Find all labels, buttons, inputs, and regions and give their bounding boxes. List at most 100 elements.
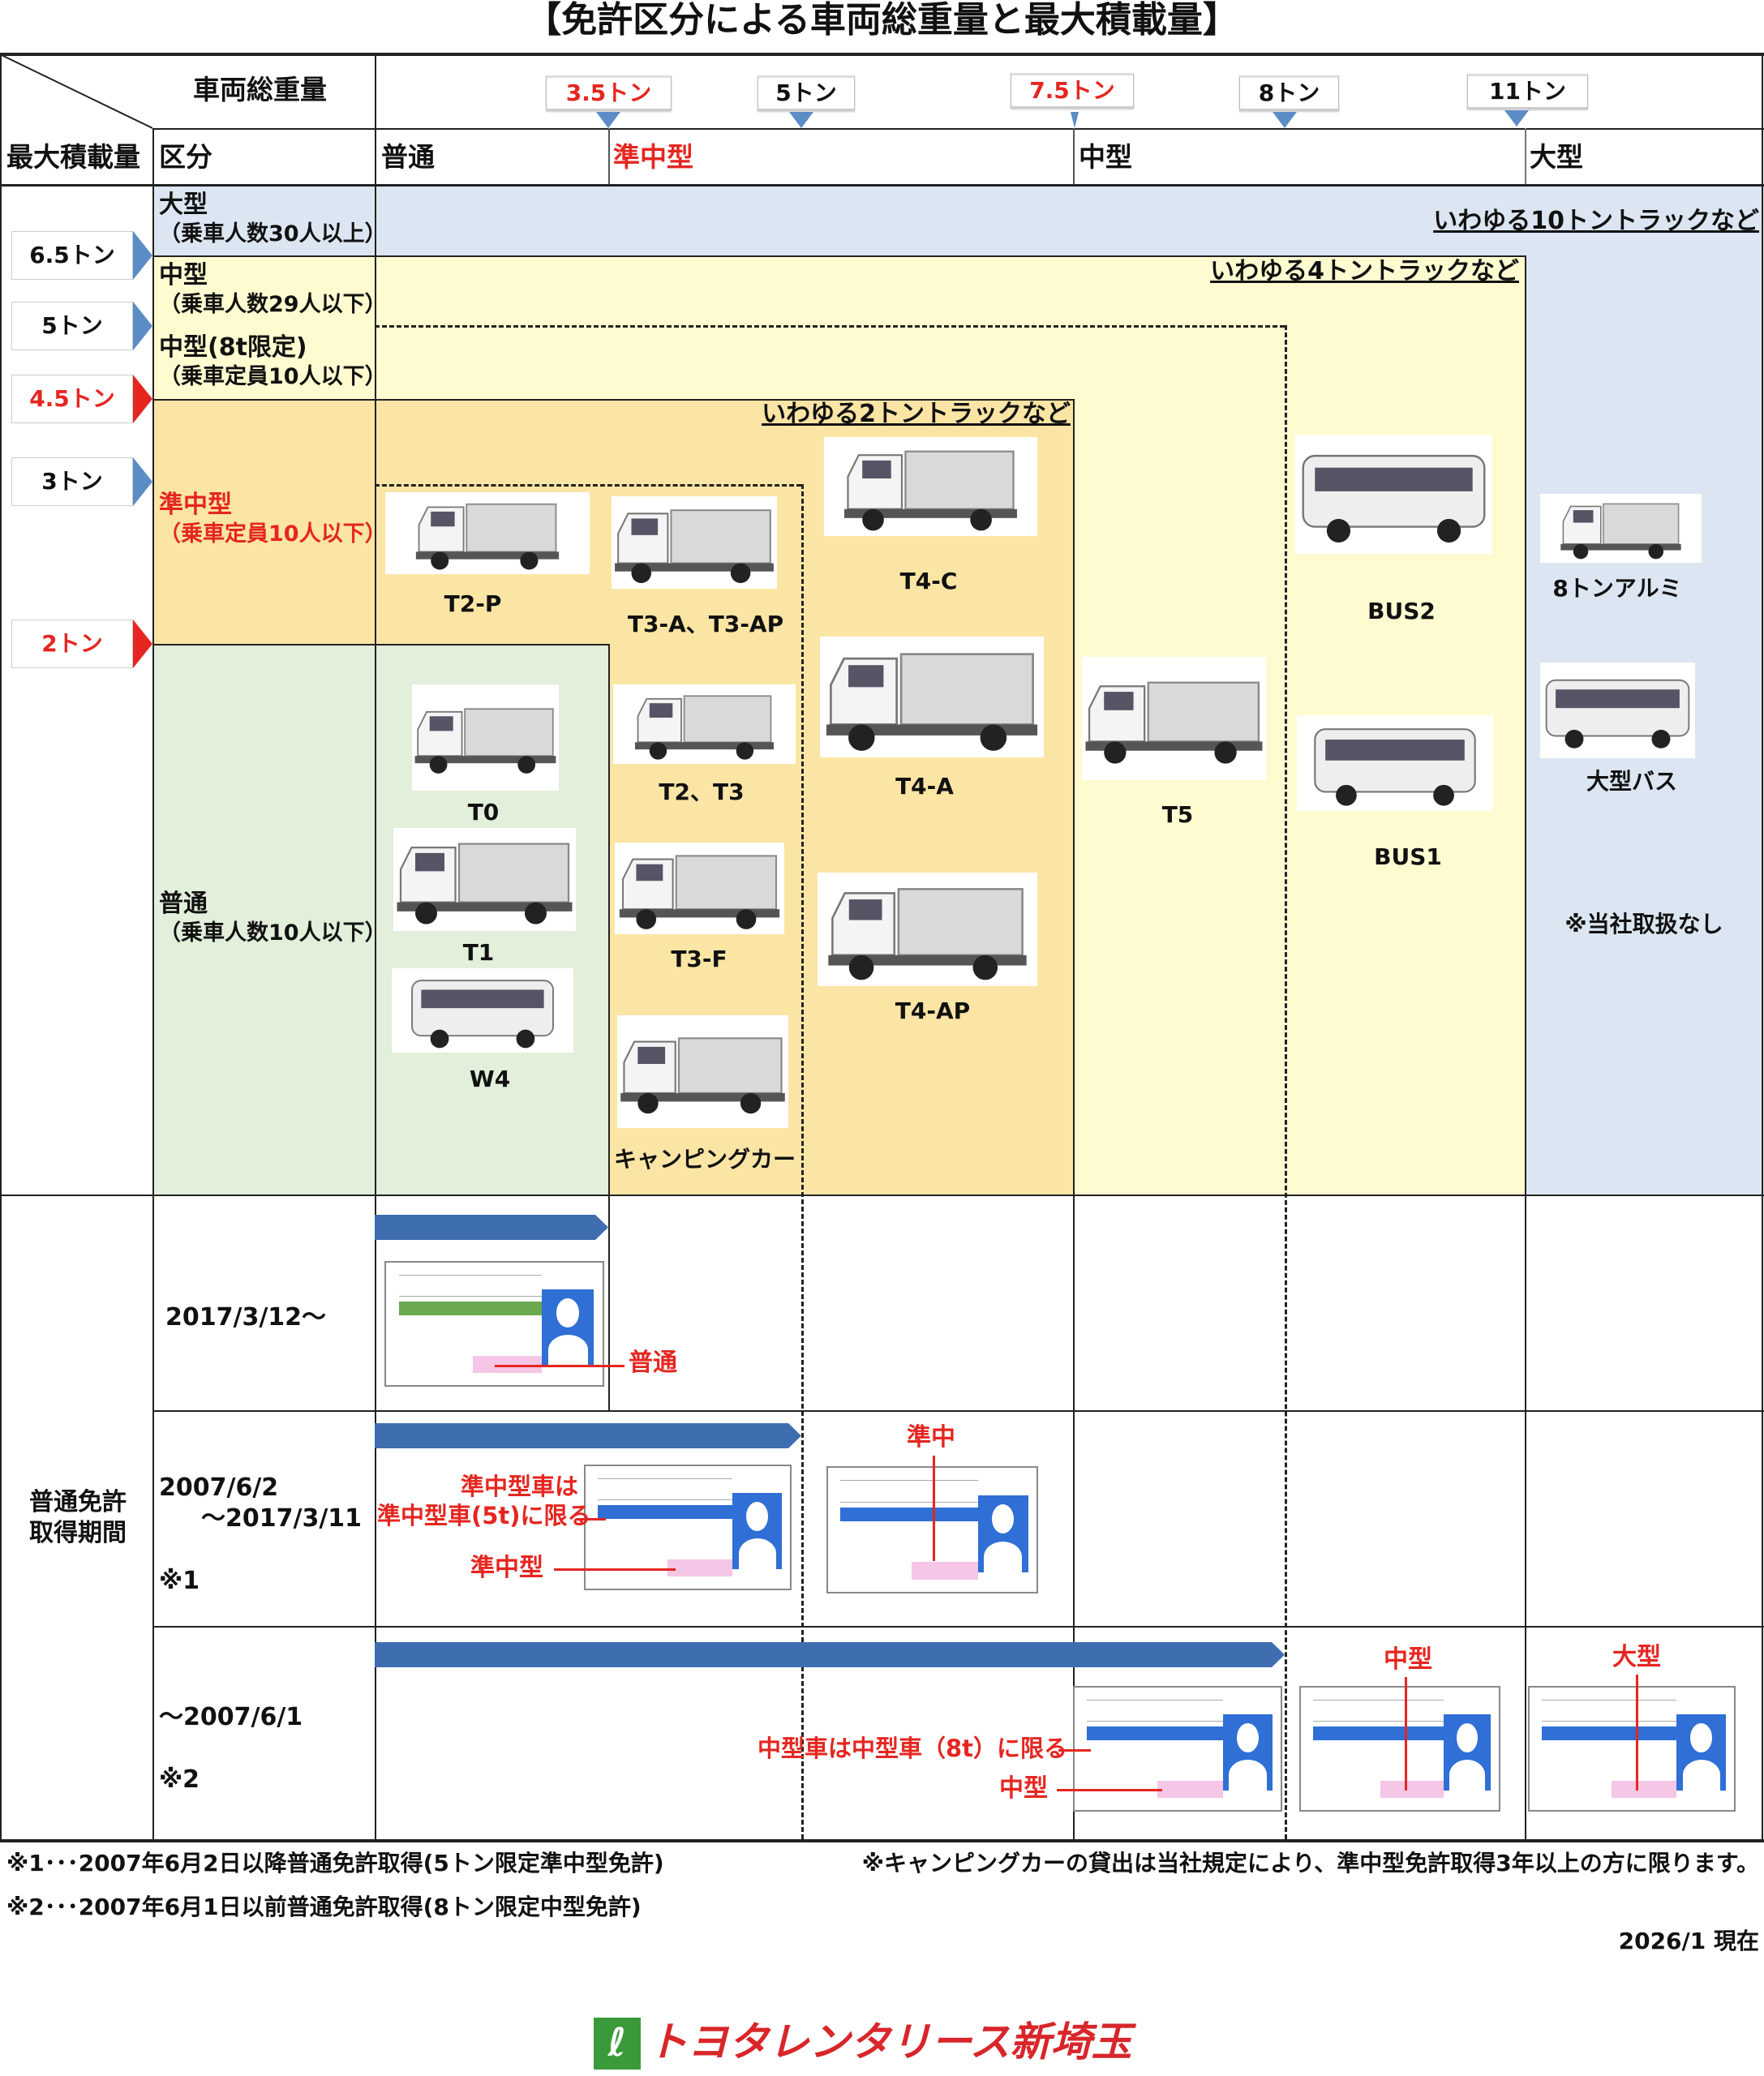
vehicle-image-camping-car	[617, 1015, 788, 1128]
cat-chugata8-cond: （乗車定員10人以下）	[159, 364, 387, 389]
grid-line	[152, 399, 1073, 401]
grid-line	[152, 128, 154, 1841]
grid-line	[1073, 399, 1075, 1841]
vehicle-image-bus1	[1297, 715, 1493, 811]
page-title: 【免許区分による車両総重量と最大積載量】	[526, 0, 1238, 41]
marker-pointer-icon	[133, 457, 152, 506]
grid-line	[1073, 128, 1075, 184]
payload-marker-4-5t: 4.5トン	[11, 375, 133, 423]
marker-pointer-icon	[1273, 112, 1297, 128]
arrow-icon	[1405, 1677, 1407, 1791]
grid-line	[152, 1410, 1764, 1412]
cat-junchu-cond: （乗車定員10人以下）	[159, 521, 387, 547]
license-card-image	[826, 1466, 1038, 1593]
grid-line	[0, 184, 1764, 187]
vehicle-caption: BUS2	[1367, 598, 1436, 624]
grid-line	[375, 53, 376, 1841]
vehicle-caption: キャンピングカー	[613, 1146, 796, 1173]
marker-pointer-icon	[133, 620, 152, 668]
marker-pointer-icon	[1504, 110, 1529, 127]
gvw-label: 車両総重量	[193, 74, 327, 105]
marker-pointer-icon	[1071, 112, 1079, 128]
cat-oogata-note: いわゆる10トントラックなど	[1433, 207, 1759, 235]
cat-chugata-name: 中型	[159, 261, 208, 290]
diagonal-line	[0, 54, 152, 129]
vehicle-image-bus2	[1295, 435, 1492, 554]
vehicle-image-t2-t3	[613, 684, 796, 764]
marker-pointer-icon	[133, 302, 152, 350]
vehicle-image-t2p	[385, 492, 590, 574]
marker-pointer-icon	[133, 231, 152, 280]
vehicle-image-t0	[412, 684, 559, 791]
payload-marker-3t: 3トン	[11, 457, 133, 506]
gvw-marker-3-5t: 3.5トン	[546, 75, 672, 111]
vehicle-image-t1	[393, 828, 576, 931]
cat-junchu-note: いわゆる2トントラックなど	[762, 400, 1071, 428]
license-card-image	[384, 1261, 604, 1387]
cat-chugata8-name: 中型(8t限定)	[159, 333, 307, 362]
cat-futsu-name: 普通	[159, 890, 208, 918]
annotation-chugata-1: 中型車は中型車（8t）に限る	[758, 1735, 1068, 1762]
cat-oogata-cond: （乗車人数30人以上）	[159, 221, 387, 247]
license-range-arrow	[375, 1642, 1285, 1667]
vehicle-image-t5	[1082, 657, 1266, 780]
vehicle-caption: BUS1	[1374, 843, 1442, 870]
license-period-label-2: 取得期間	[29, 1519, 127, 1547]
table-border	[0, 1839, 1764, 1842]
camping-car-note: ※キャンピングカーの貸出は当社規定により、準中型免許取得3年以上の方に限ります。	[861, 1850, 1759, 1877]
category-label: 区分	[159, 141, 212, 173]
not-handled-note: ※当社取扱なし	[1564, 911, 1723, 937]
annotation-oogata: 大型	[1612, 1643, 1661, 1671]
grid-line	[1762, 53, 1763, 1841]
license-date: 2017/3/12〜	[165, 1303, 327, 1332]
annotation-futsu: 普通	[629, 1349, 677, 1377]
vehicle-image-large-bus	[1540, 663, 1695, 758]
logo-mark-icon: ℓ	[594, 2018, 641, 2070]
vehicle-caption: T5	[1161, 801, 1194, 828]
footnote-1: ※1･･･2007年6月2日以降普通免許取得(5トン限定準中型免許)	[6, 1850, 664, 1877]
as-of-date: 2026/1 現在	[1618, 1928, 1759, 1954]
grid-line	[0, 1195, 1764, 1196]
license-ref: ※2	[159, 1765, 200, 1794]
license-range-arrow	[375, 1423, 801, 1448]
dashed-8t-line	[375, 325, 1285, 328]
license-date: 〜2007/6/1	[159, 1703, 303, 1731]
company-logo-text: トヨタレンタリース新埼玉	[647, 2018, 1132, 2065]
class-futsu: 普通	[381, 141, 435, 173]
license-range-arrow	[375, 1215, 608, 1240]
grid-line	[608, 128, 610, 184]
vehicle-image-t4a	[820, 637, 1044, 757]
vehicle-caption: T0	[467, 799, 500, 826]
grid-line	[0, 53, 2, 1841]
vehicle-caption: 大型バス	[1586, 768, 1678, 795]
arrow-icon	[554, 1568, 676, 1571]
license-date-from: 2007/6/2	[159, 1473, 279, 1502]
cat-futsu-cond: （乗車人数10人以下）	[159, 920, 387, 946]
vehicle-caption: 8トンアルミ	[1552, 575, 1682, 602]
arrow-icon	[1636, 1675, 1638, 1791]
vehicle-caption: T2、T3	[659, 778, 745, 805]
marker-pointer-icon	[133, 375, 152, 423]
grid-line	[152, 128, 1764, 130]
region-oogata	[152, 184, 1764, 255]
payload-marker-5t: 5トン	[11, 302, 133, 350]
vehicle-caption: T4-AP	[895, 997, 971, 1024]
vehicle-image-t3f	[615, 843, 784, 934]
cat-chugata-cond: （乗車人数29人以下）	[159, 292, 387, 317]
payload-marker-6-5t: 6.5トン	[11, 231, 133, 280]
license-card-image	[1528, 1686, 1736, 1812]
class-chugata: 中型	[1079, 141, 1132, 173]
gvw-marker-8t: 8トン	[1239, 75, 1339, 111]
annotation-junchu-4: 準中	[907, 1423, 955, 1452]
grid-line	[152, 255, 1525, 257]
annotation-junchu-2: 準中型車(5t)に限る	[377, 1502, 591, 1529]
license-period-label-1: 普通免許	[29, 1488, 127, 1516]
cat-chugata-note: いわゆる4トントラックなど	[1210, 257, 1519, 285]
vehicle-image-t4ap	[818, 873, 1037, 986]
grid-line	[152, 644, 608, 646]
vehicle-image-w4	[392, 968, 573, 1053]
grid-line	[1525, 255, 1526, 1841]
license-date-to: 〜2017/3/11	[201, 1504, 363, 1533]
arrow-icon	[495, 1365, 624, 1367]
annotation-chugata-3: 中型	[1384, 1645, 1432, 1674]
